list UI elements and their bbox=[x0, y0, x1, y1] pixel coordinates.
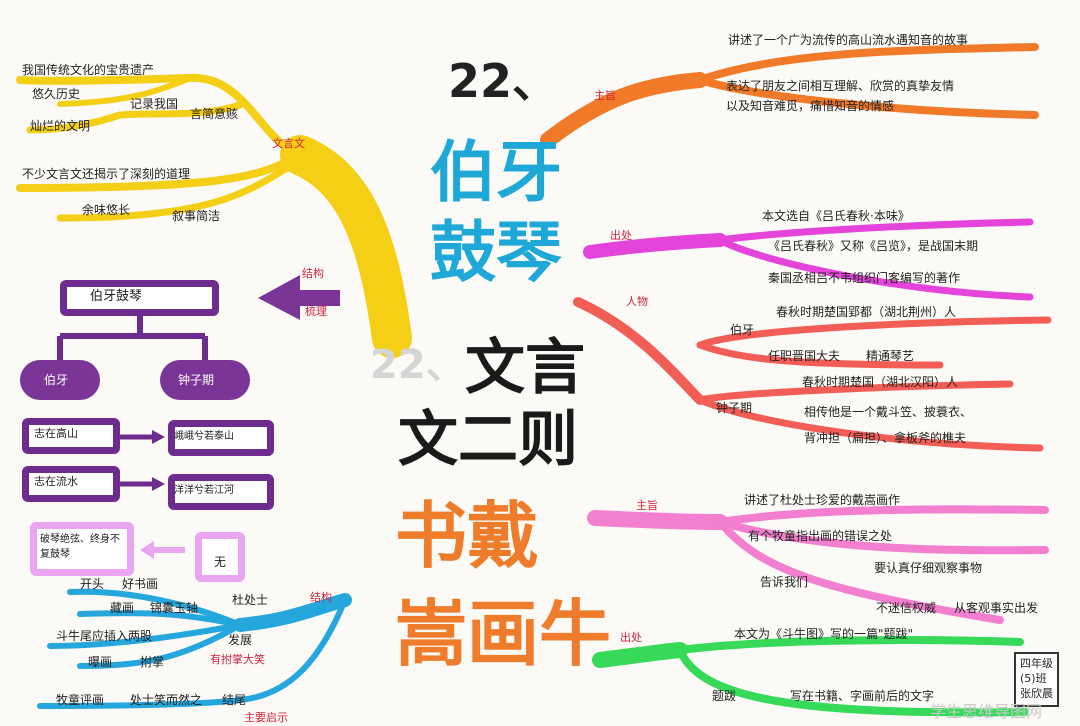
pair-arrows bbox=[118, 430, 185, 559]
yellow-item-5: 灿烂的文明 bbox=[30, 119, 91, 133]
boya-main-2: 表达了朋友之间相互理解、欣赏的真挚友情 bbox=[726, 79, 955, 93]
daisong-source-2: 题跋 bbox=[712, 689, 737, 703]
boya-source-2: 《吕氏春秋》又称《吕览》，是战国末期 bbox=[768, 239, 979, 253]
pair1-left-box bbox=[22, 418, 120, 454]
yellow-item-4: 言简意赅 bbox=[190, 107, 239, 121]
blue-item-1: 开头 bbox=[80, 577, 105, 591]
boya-info-3: 精通琴艺 bbox=[866, 349, 915, 363]
boya-info-1: 春秋时期楚国郢都（湖北荆州）人 bbox=[776, 305, 957, 319]
pair2-right-box bbox=[168, 474, 274, 510]
result-left-label: 破琴绝弦、终身不复鼓琴 bbox=[40, 534, 120, 560]
result-right-label: 无 bbox=[214, 555, 227, 569]
daisong-main-5: 不迷信权威 bbox=[876, 601, 937, 615]
number-top: 22、 bbox=[448, 54, 559, 108]
label-jiegou-1: 结构 bbox=[302, 267, 324, 280]
label-shuli: 梳理 bbox=[305, 305, 327, 318]
label-boya-source: 出处 bbox=[610, 229, 632, 242]
green-branches bbox=[592, 636, 1029, 717]
yellow-item-1: 我国传统文化的宝贵遗产 bbox=[22, 63, 155, 77]
title-boya-line1: 伯牙 bbox=[430, 134, 562, 211]
daisong-source-3: 写在书籍、字画前后的文字 bbox=[790, 689, 935, 703]
yellow-item-3: 记录我国 bbox=[130, 97, 179, 111]
magenta-branches bbox=[583, 218, 1034, 301]
blue-item-6: 斗牛尾应插入两股 bbox=[56, 629, 153, 643]
daisong-main-4: 要认真仔细观察事物 bbox=[874, 561, 983, 575]
boya-main-3: 以及知音难觅，痛惜知音的情感 bbox=[726, 99, 895, 113]
label-wenyanwen: 文言文 bbox=[272, 137, 305, 150]
daisong-main-6: 从客观事实出发 bbox=[954, 601, 1039, 615]
main-title-line1: 文言 bbox=[465, 333, 585, 403]
blue-item-8: 曝画 bbox=[88, 655, 113, 669]
yellow-item-2: 悠久历史 bbox=[32, 87, 81, 101]
signature-line-2: (5)班 bbox=[1020, 671, 1047, 685]
title-boya-line2: 鼓琴 bbox=[430, 214, 562, 291]
watermark: 学生思维导图网 bbox=[930, 702, 1043, 721]
boya-source-1: 本文选自《吕氏春秋·本味》 bbox=[762, 209, 910, 223]
boya-info-2: 任职晋国大夫 bbox=[768, 349, 841, 363]
tree-node-left-label: 伯牙 bbox=[44, 373, 69, 387]
blue-item-2: 好书画 bbox=[122, 577, 159, 591]
yellow-item-7: 余味悠长 bbox=[82, 203, 131, 217]
zhong-info-3: 背冲担（扁担）、拿板斧的樵夫 bbox=[804, 431, 967, 445]
result-left-box bbox=[30, 522, 134, 576]
daisong-main-3: 告诉我们 bbox=[760, 575, 809, 589]
blue-item-13: 牧童评画 bbox=[56, 693, 105, 707]
blue-item-4: 藏画 bbox=[110, 601, 135, 615]
daisong-main-2: 有个牧童指出画的错误之处 bbox=[748, 529, 893, 543]
main-title-line2: 文二则 bbox=[398, 405, 578, 475]
yellow-branches bbox=[16, 73, 412, 358]
pair2-left-box bbox=[22, 466, 120, 502]
tree-root-box bbox=[60, 280, 219, 316]
blue-item-3: 杜处士 bbox=[232, 593, 269, 607]
daisong-source-1: 本文为《斗牛图》写的一篇"题跋" bbox=[734, 627, 914, 641]
number-mid: 22、 bbox=[370, 342, 466, 388]
pair2-right-label: 洋洋兮若江河 bbox=[174, 485, 234, 496]
people-boya: 伯牙 bbox=[730, 323, 755, 337]
result-right-box bbox=[195, 532, 245, 582]
yellow-item-8: 叙事简洁 bbox=[172, 209, 221, 223]
people-zhong: 钟子期 bbox=[716, 401, 753, 415]
tree-node-left bbox=[20, 360, 100, 400]
pair1-right-label: 峨峨兮若泰山 bbox=[174, 431, 234, 442]
boya-source-3: 秦国丞相吕不韦组织门客编写的著作 bbox=[768, 271, 961, 285]
blue-item-14: 主要启示 bbox=[244, 711, 288, 724]
tree-node-right bbox=[160, 360, 250, 400]
orange-branches bbox=[540, 43, 1039, 148]
pink-branches bbox=[587, 505, 1049, 624]
tree-node-right-label: 钟子期 bbox=[178, 373, 215, 387]
daisong-main-1: 讲述了杜处士珍爱的戴嵩画作 bbox=[744, 493, 901, 507]
signature-line-3: 张欣晨 bbox=[1020, 686, 1053, 700]
pair2-left-label: 志在流水 bbox=[34, 475, 78, 488]
label-boya-main: 主旨 bbox=[594, 89, 616, 102]
label-daisong-source: 出处 bbox=[620, 631, 642, 644]
author-signature: 四年级 (5)班 张欣晨 bbox=[1014, 652, 1059, 707]
label-people: 人物 bbox=[626, 295, 648, 308]
signature-line-1: 四年级 bbox=[1020, 657, 1053, 670]
blue-item-9: 拊掌 bbox=[140, 655, 165, 669]
title-daisong-line2: 嵩画牛 bbox=[395, 592, 612, 676]
title-daisong-line1: 书戴 bbox=[395, 494, 540, 578]
blue-item-12: 处士笑而然之 bbox=[130, 693, 203, 707]
tree-connectors bbox=[57, 314, 208, 362]
zhong-info-1: 春秋时期楚国（湖北汉阳）人 bbox=[802, 375, 959, 389]
blue-item-5: 锦囊玉轴 bbox=[150, 601, 199, 615]
boya-main-1: 讲述了一个广为流传的高山流水遇知音的故事 bbox=[728, 33, 969, 47]
blue-branches bbox=[37, 588, 352, 709]
pair1-right-box bbox=[168, 420, 274, 456]
blue-item-11: 结尾 bbox=[222, 693, 247, 707]
pair1-left-label: 志在高山 bbox=[34, 427, 78, 440]
red-branches bbox=[573, 297, 1052, 452]
blue-item-7: 发展 bbox=[228, 633, 253, 647]
zhong-info-2: 相传他是一个戴斗笠、披蓑衣、 bbox=[804, 405, 973, 419]
tree-root-label: 伯牙鼓琴 bbox=[90, 289, 143, 304]
blue-item-10: 有拊掌大笑 bbox=[210, 653, 265, 666]
label-daisong-main: 主旨 bbox=[636, 499, 658, 512]
yellow-item-6: 不少文言文还揭示了深刻的道理 bbox=[22, 167, 191, 181]
label-jiegou-2: 结构 bbox=[310, 591, 332, 604]
purple-arrow-icon bbox=[258, 275, 340, 320]
